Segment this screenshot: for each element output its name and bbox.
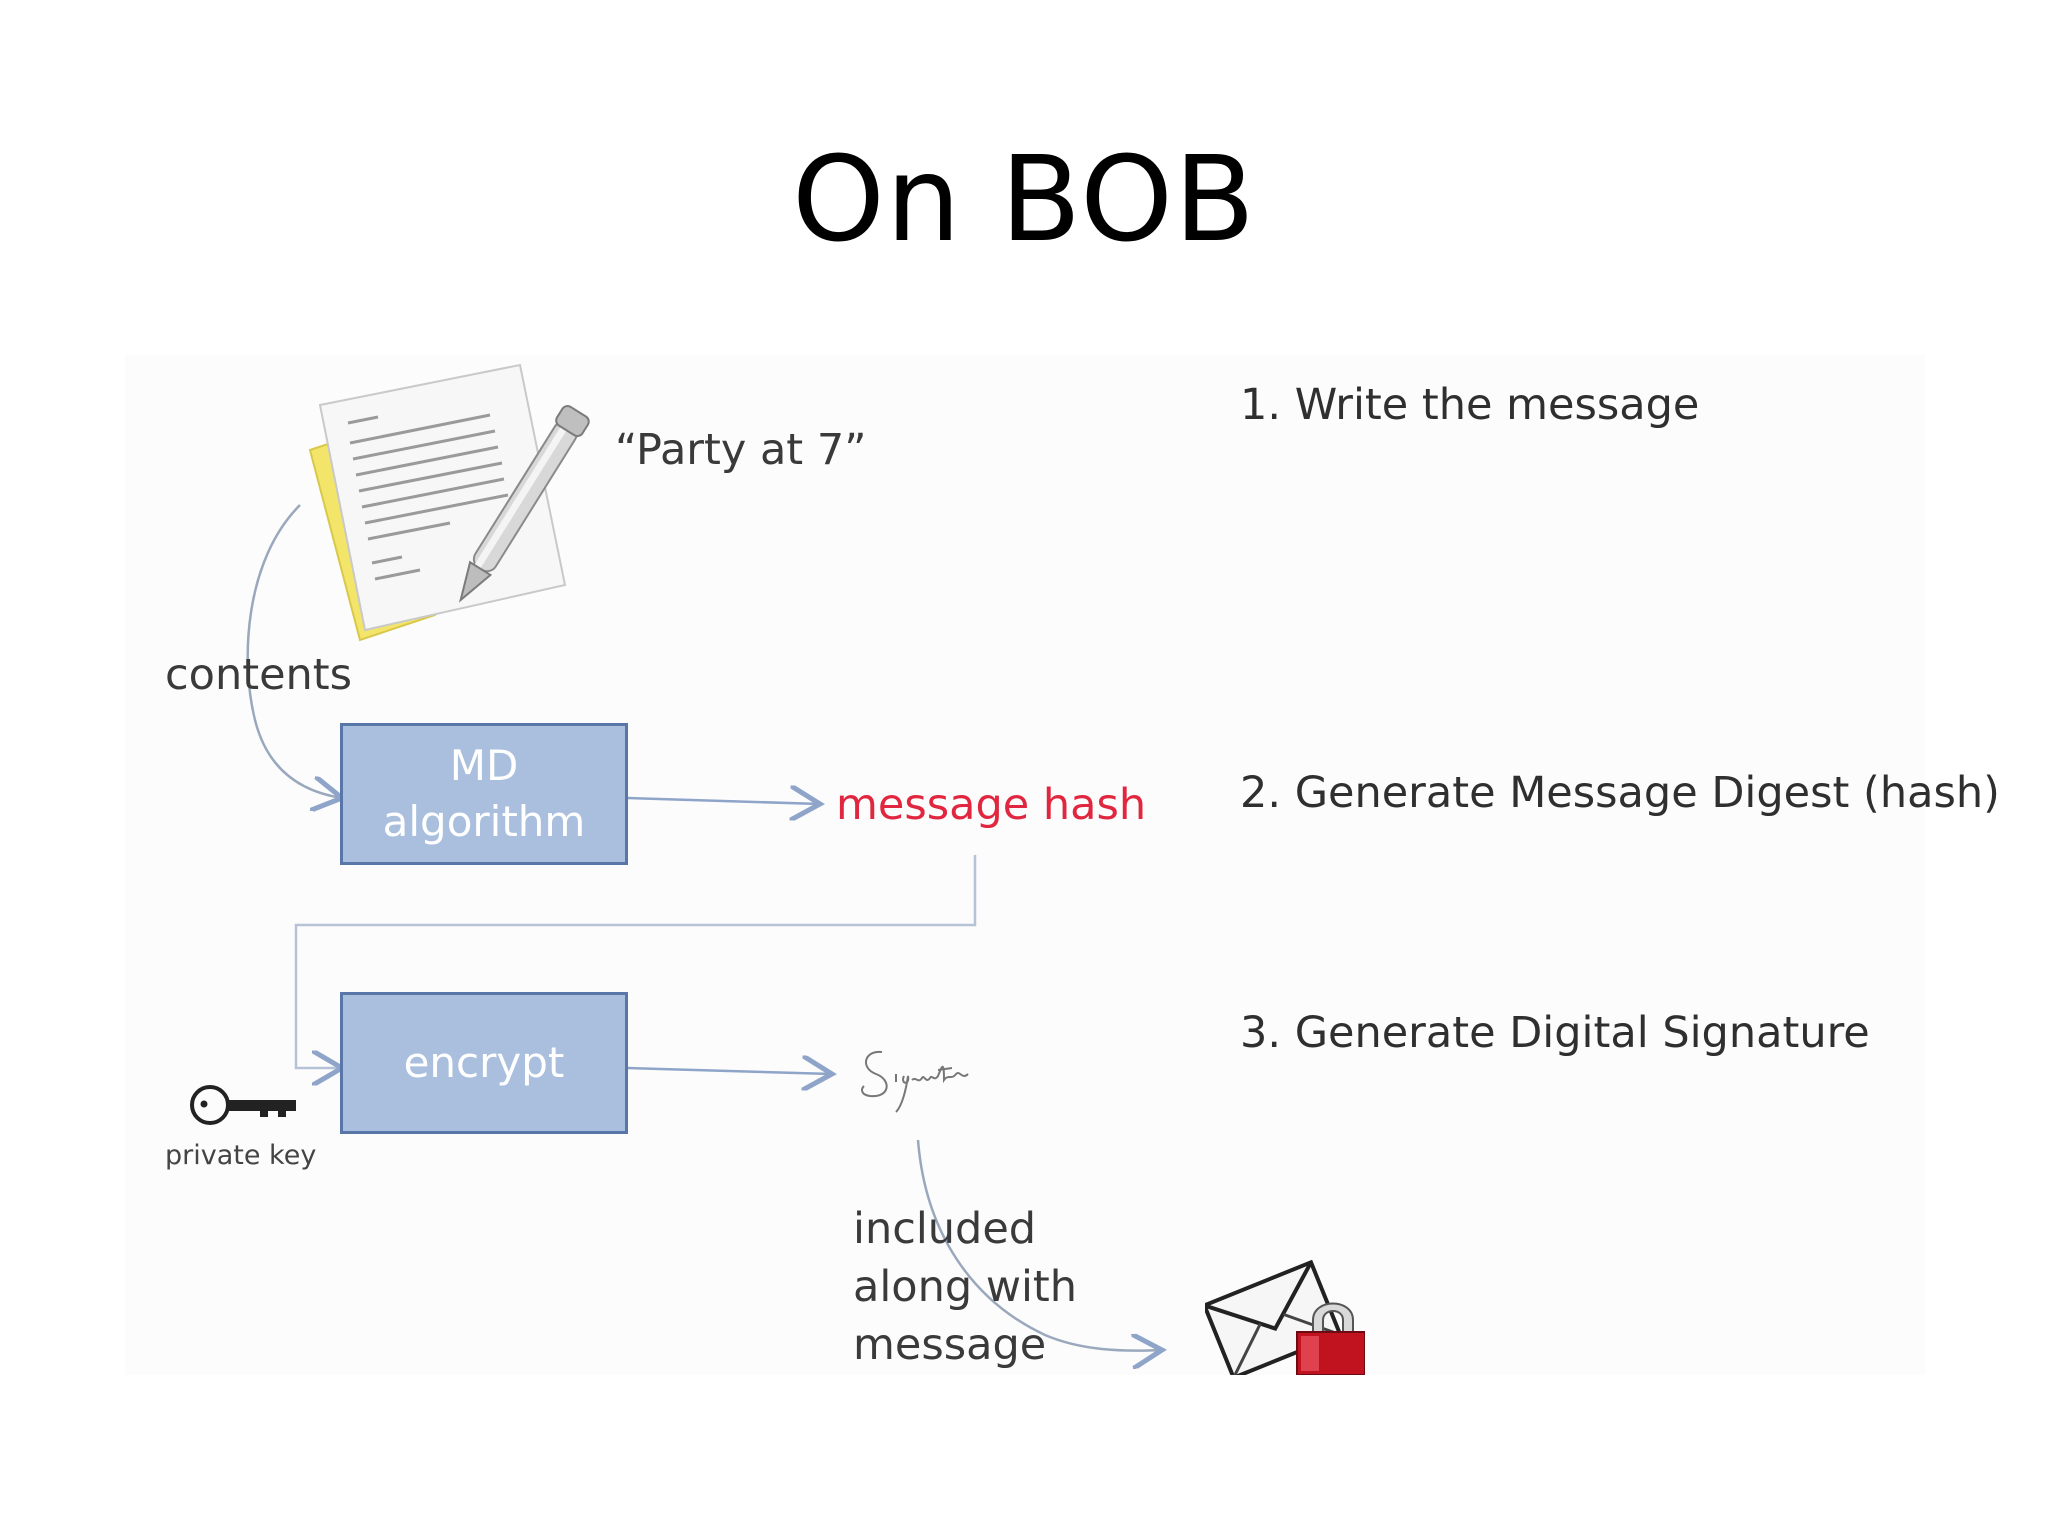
included-arrow xyxy=(916,1139,1162,1351)
key-icon xyxy=(188,1080,303,1130)
message-hash-label: message hash xyxy=(836,780,1147,830)
contents-label: contents xyxy=(165,650,353,700)
encrypt-box: encrypt xyxy=(340,992,628,1134)
hash-arrow xyxy=(627,798,820,804)
document-pen-icon xyxy=(290,355,590,655)
included-line-1: included xyxy=(853,1204,1037,1254)
step-2: 2. Generate Message Digest (hash) xyxy=(1240,768,2000,818)
step-1: 1. Write the message xyxy=(1240,380,1700,430)
envelope-lock-icon xyxy=(1201,1250,1366,1381)
step-3: 3. Generate Digital Signature xyxy=(1240,1008,1870,1058)
md-box-line1: MD xyxy=(449,741,519,790)
encrypt-box-label: encrypt xyxy=(403,1038,565,1087)
contents-arrow xyxy=(246,504,342,798)
md-algorithm-box: MD algorithm xyxy=(340,723,628,865)
message-quote: “Party at 7” xyxy=(615,425,867,475)
signature-icon xyxy=(852,1040,982,1120)
hash-to-encrypt-line xyxy=(294,855,977,1068)
md-box-line2: algorithm xyxy=(382,797,586,846)
included-label: included along with message xyxy=(853,1200,1077,1374)
slide-title: On BOB xyxy=(792,130,1256,268)
signature-arrow xyxy=(627,1068,832,1074)
private-key-label: private key xyxy=(165,1140,317,1171)
included-line-3: message xyxy=(853,1320,1047,1370)
included-line-2: along with xyxy=(853,1262,1078,1312)
